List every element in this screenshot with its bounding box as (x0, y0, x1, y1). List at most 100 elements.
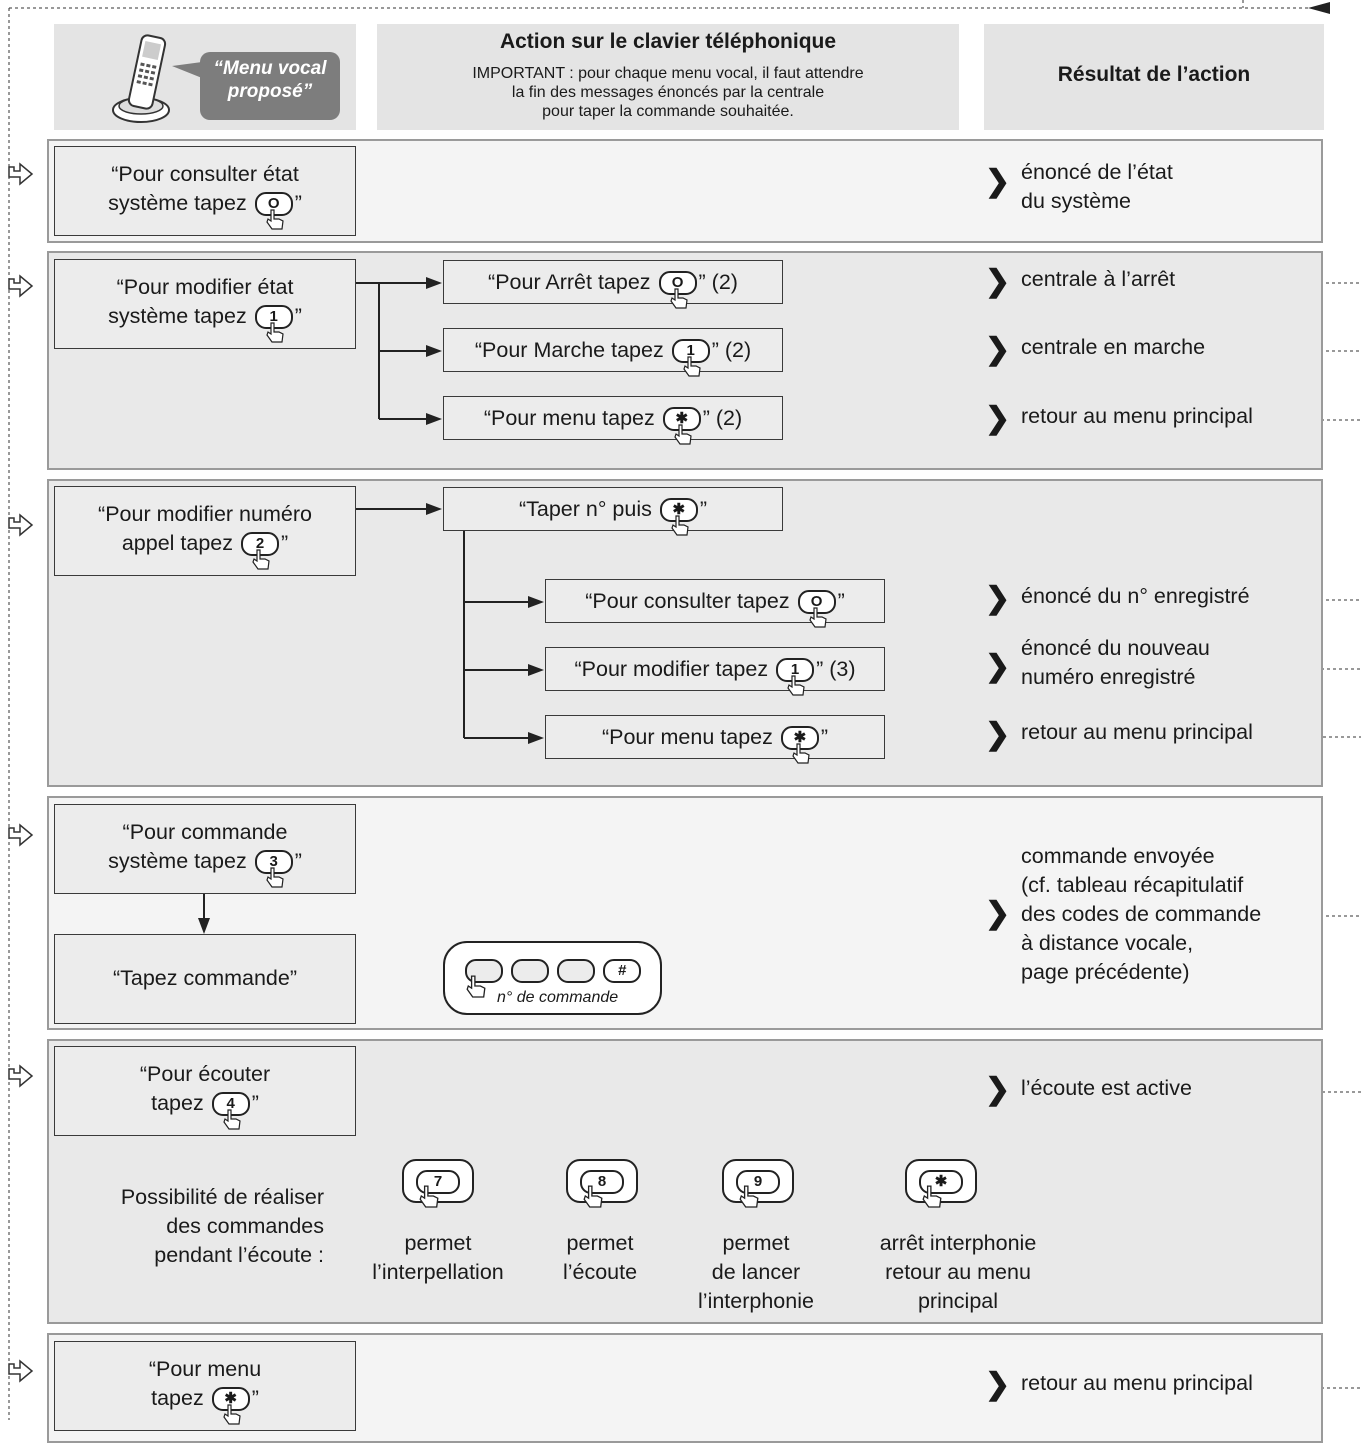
finger-press-icon (792, 743, 810, 764)
finger-press-icon (419, 1185, 439, 1208)
key-button[interactable]: 1 (776, 658, 815, 696)
key-button[interactable]: 3 (254, 850, 293, 888)
result-main-menu: retour au menu principal (1021, 1371, 1253, 1395)
finger-press-icon (266, 209, 284, 230)
action-box-number-menu: “Pour menu tapez ✱” (545, 715, 885, 764)
action-box-change-number: “Pour modifier tapez 1” (3) (545, 647, 885, 696)
chevron-right-icon: ❯ (985, 402, 1011, 435)
key-button[interactable]: 2 (241, 532, 279, 570)
finger-press-icon (922, 1185, 942, 1208)
result-consult: énoncé de l’état du système (1021, 160, 1173, 213)
menu-text: “Pour écouter tapez (139, 1062, 271, 1115)
menu-text: “Pour menu tapez (148, 1357, 262, 1410)
key-button[interactable]: ✱ (211, 1387, 250, 1425)
listen-key-star[interactable]: ✱ (905, 1159, 977, 1208)
key-label: 4 (226, 1095, 235, 1113)
finger-press-icon (223, 1109, 241, 1130)
listen-key-8-label: permet l’écoute (562, 1231, 638, 1284)
key-button[interactable]: ✱ (662, 407, 701, 445)
listen-key-9-label: permet de lancer l’interphonie (698, 1231, 814, 1313)
chevron-right-icon: ❯ (985, 650, 1011, 683)
finger-press-icon (683, 356, 701, 377)
key-label: 2 (255, 535, 265, 553)
menu-box-modify-state: “Pour modifier état système tapez 1” (54, 259, 356, 349)
action-text: “Pour consulter tapez (585, 589, 790, 613)
listen-key-7[interactable]: 7 (402, 1159, 474, 1208)
chevron-right-icon: ❯ (985, 897, 1011, 930)
command-entry-box: “Tapez commande” (54, 934, 356, 1024)
bubble-tail (172, 62, 202, 78)
finger-press-icon (739, 1185, 759, 1208)
finger-press-icon (583, 1185, 603, 1208)
action-text: “Pour Marche tapez (474, 338, 664, 362)
finger-press-icon (266, 322, 284, 343)
command-keypad: # n° de commande (443, 941, 662, 1015)
hash-key[interactable]: # (603, 959, 641, 983)
chevron-right-icon: ❯ (985, 1368, 1011, 1401)
key-button[interactable]: 1 (254, 305, 293, 343)
key-label: ✱ (672, 501, 686, 519)
menu-text: “Pour modifier numéro appel tapez (98, 502, 312, 555)
listen-key-star-label: arrêt interphonie retour au menu princip… (879, 1231, 1037, 1313)
menu-label: “Pour modifier état système tapez 1” (55, 260, 355, 343)
action-box-enter-number: “Taper n° puis ✱” (443, 487, 783, 536)
action-text: “Pour menu tapez (601, 725, 773, 749)
digit-key[interactable] (511, 959, 549, 983)
digit-key[interactable] (557, 959, 595, 983)
menu-label: “Pour consulter état système tapez O” (55, 147, 355, 230)
menu-box-consult: “Pour consulter état système tapez O” (54, 146, 356, 236)
listen-commands-label: Possibilité de réaliser des commandes pe… (120, 1185, 324, 1267)
action-suffix: ” (699, 497, 708, 521)
key-button[interactable]: ✱ (659, 498, 698, 536)
chevron-right-icon: ❯ (985, 1073, 1011, 1106)
finger-press-icon (466, 975, 486, 998)
menu-text: “Pour consulter état système tapez (108, 162, 299, 215)
key-button[interactable]: 4 (211, 1092, 250, 1130)
finger-press-icon (266, 867, 284, 888)
action-box-consult-number: “Pour consulter tapez O ” (545, 579, 885, 628)
result-title: Résultat de l’action (1057, 63, 1251, 86)
key-label: O (671, 274, 684, 292)
menu-box-listen: “Pour écouter tapez 4 ” (54, 1046, 356, 1136)
quote: ” (251, 1386, 259, 1410)
finger-press-icon (808, 607, 827, 628)
action-box-stop: “Pour Arrêt tapez O” (2) (443, 260, 783, 309)
finger-press-icon (787, 675, 805, 696)
key-button[interactable]: O (797, 590, 836, 628)
key-label: ✱ (224, 1390, 237, 1408)
key-button[interactable]: 1 (671, 339, 710, 377)
action-box-start: “Pour Marche tapez 1” (2) (443, 328, 783, 377)
action-suffix: ” (2) (702, 406, 743, 430)
speech-bubble (200, 52, 340, 120)
header-result-column: Résultat de l’action (984, 24, 1324, 130)
finger-press-icon (252, 549, 270, 570)
key-button[interactable]: O (254, 192, 293, 230)
key-label: 1 (790, 661, 800, 679)
key-button[interactable]: O (658, 271, 697, 309)
key-button[interactable]: ✱ (780, 726, 819, 764)
quote: ” (294, 191, 302, 215)
action-suffix: ” (3) (816, 657, 856, 681)
cordless-phone-icon (112, 34, 170, 123)
action-box-menu: “Pour menu tapez ✱” (2) (443, 396, 783, 445)
result-number-menu: retour au menu principal (1021, 720, 1253, 744)
quote: ” (251, 1091, 259, 1115)
menu-box-modify-number: “Pour modifier numéro appel tapez 2” (54, 486, 356, 576)
double-arrow-icon (8, 823, 34, 847)
listen-key-9[interactable]: 9 (722, 1159, 794, 1208)
listen-key-8[interactable]: 8 (566, 1159, 638, 1208)
key-label: O (810, 593, 823, 611)
result-menu: retour au menu principal (1021, 404, 1253, 428)
finger-press-icon (671, 515, 689, 536)
double-arrow-icon (8, 162, 34, 186)
key-label: ✱ (793, 729, 807, 747)
header-menu-column: “Menu vocal proposé” (54, 24, 356, 130)
result-change-number: énoncé du nouveau numéro enregistré (1021, 636, 1210, 689)
bubble-text: “Menu vocal proposé” (213, 58, 327, 102)
key-label: 1 (269, 308, 278, 326)
listen-key-7-label: permet l’interpellation (372, 1231, 504, 1284)
action-suffix: ” (837, 589, 845, 613)
result-stop: centrale à l’arrêt (1021, 267, 1176, 291)
